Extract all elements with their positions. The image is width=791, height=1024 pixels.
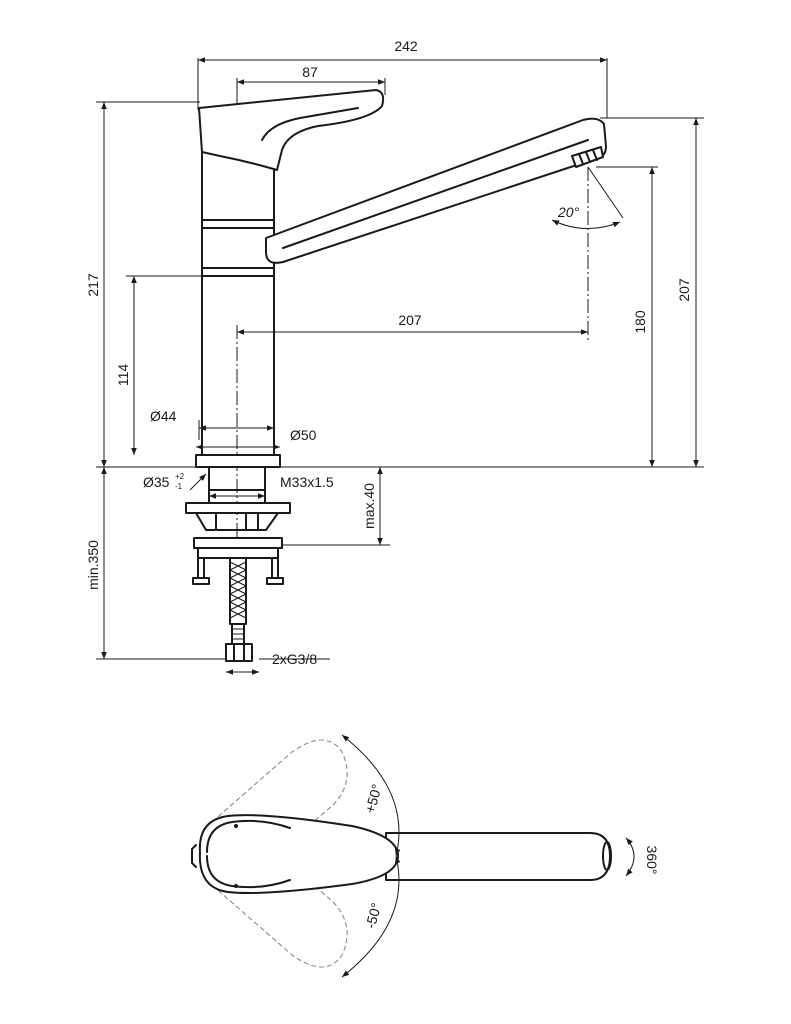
- dim-87-label: 87: [302, 64, 318, 80]
- arc-20-degree: [551, 219, 621, 230]
- dim-114-label: 114: [115, 364, 131, 387]
- arc-minus-50: [341, 855, 401, 978]
- faucet-body: [195, 151, 281, 468]
- dim-d50-label: Ø50: [290, 427, 317, 443]
- lever-plan: [198, 814, 399, 894]
- dim-d35-label: Ø35: [143, 474, 170, 490]
- dim-207-horizontal-label: 207: [398, 312, 422, 328]
- dim-max40-label: max.40: [361, 483, 377, 529]
- arc-plus-50: [341, 734, 401, 857]
- plan-view: +50° -50° 360°: [191, 734, 660, 978]
- dim-g38-label: 2xG3/8: [272, 651, 317, 667]
- lever-handle: [198, 89, 385, 171]
- dim-242-label: 242: [394, 38, 418, 54]
- dim-d35-tol-lower: -1: [175, 482, 183, 491]
- angle-plus-50-label: +50°: [361, 782, 384, 815]
- mounting-hardware: [185, 466, 291, 585]
- dim-207-vertical-label: 207: [676, 278, 692, 302]
- arc-360: [625, 837, 635, 877]
- angle-minus-50-label: -50°: [362, 901, 385, 930]
- dim-d35-tol-upper: +2: [175, 472, 185, 481]
- angle-360-label: 360°: [644, 846, 660, 875]
- dim-thread-label: M33x1.5: [280, 474, 334, 490]
- supply-hose: [225, 557, 253, 662]
- dim-min350-label: min.350: [85, 540, 101, 590]
- extension-lines: [96, 58, 704, 660]
- dim-d44-label: Ø44: [150, 408, 177, 424]
- dim-180-label: 180: [632, 310, 648, 334]
- side-view: 242 87 217 207 180 114 207 Ø44 Ø50 Ø35 +…: [85, 38, 704, 675]
- angle-20-label: 20°: [557, 204, 580, 220]
- leader-d35: [189, 473, 207, 491]
- dimension-lines: [101, 57, 699, 675]
- spout: [265, 117, 607, 264]
- dim-217-label: 217: [85, 273, 101, 297]
- spout-plan: [385, 832, 611, 881]
